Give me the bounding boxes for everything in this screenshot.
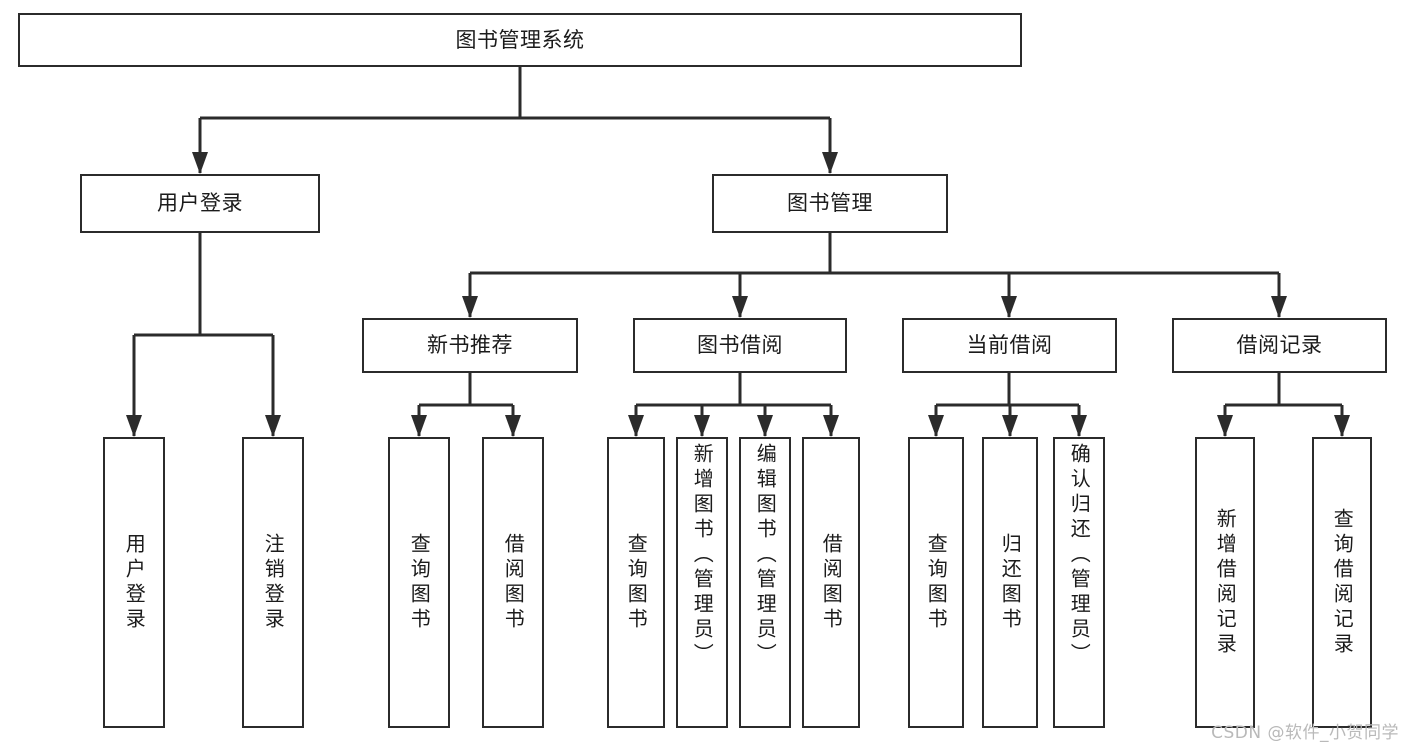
node-book-management-label: 图书管理 [787,191,873,216]
leaf-return-book[interactable]: 归还图书 [982,437,1038,728]
node-user-login[interactable]: 用户登录 [80,174,320,233]
node-root-system[interactable]: 图书管理系统 [18,13,1022,67]
node-new-book-recommend-label: 新书推荐 [427,333,513,358]
leaf-query-book-recommend-label: 查询图书 [407,532,432,633]
leaf-logout-label: 注销登录 [261,532,286,633]
leaf-add-borrow-record[interactable]: 新增借阅记录 [1195,437,1255,728]
leaf-query-book-borrow[interactable]: 查询图书 [607,437,665,728]
leaf-confirm-return-admin[interactable]: 确认归还（管理员） [1053,437,1105,728]
csdn-watermark: CSDN @软件_小贺同学 [1211,723,1399,743]
edge-record-to-leaves [1217,373,1350,437]
leaf-query-book-borrow-label: 查询图书 [624,532,649,633]
edge-login-to-leaves [126,233,281,437]
leaf-query-borrow-record-label: 查询借阅记录 [1330,507,1355,658]
edge-root-to-level2 [192,67,838,174]
node-user-login-label: 用户登录 [157,191,243,216]
leaf-user-login[interactable]: 用户登录 [103,437,165,728]
edge-manage-to-level3 [462,233,1287,318]
leaf-borrow-book[interactable]: 借阅图书 [802,437,860,728]
leaf-borrow-book-recommend[interactable]: 借阅图书 [482,437,544,728]
node-new-book-recommend[interactable]: 新书推荐 [362,318,578,373]
leaf-query-book-recommend[interactable]: 查询图书 [388,437,450,728]
leaf-confirm-return-admin-label: 确认归还（管理员） [1067,443,1092,668]
leaf-edit-book-admin[interactable]: 编辑图书（管理员） [739,437,791,728]
leaf-return-book-label: 归还图书 [998,532,1023,633]
node-root-system-label: 图书管理系统 [455,27,585,52]
node-current-borrow[interactable]: 当前借阅 [902,318,1117,373]
leaf-query-book-current[interactable]: 查询图书 [908,437,964,728]
leaf-add-borrow-record-label: 新增借阅记录 [1213,507,1238,658]
leaf-edit-book-admin-label: 编辑图书（管理员） [753,443,778,668]
leaf-add-book-admin[interactable]: 新增图书（管理员） [676,437,728,728]
leaf-borrow-book-recommend-label: 借阅图书 [501,532,526,633]
node-book-management[interactable]: 图书管理 [712,174,948,233]
leaf-query-borrow-record[interactable]: 查询借阅记录 [1312,437,1372,728]
edge-borrow-to-leaves [628,373,839,437]
leaf-user-login-label: 用户登录 [122,532,147,633]
leaf-query-book-current-label: 查询图书 [924,532,949,633]
leaf-add-book-admin-label: 新增图书（管理员） [690,443,715,668]
node-book-borrow[interactable]: 图书借阅 [633,318,847,373]
edge-new-to-leaves [411,373,521,437]
leaf-logout[interactable]: 注销登录 [242,437,304,728]
node-book-borrow-label: 图书借阅 [697,333,783,358]
node-current-borrow-label: 当前借阅 [966,333,1053,358]
node-borrow-record-label: 借阅记录 [1236,333,1323,358]
leaf-borrow-book-label: 借阅图书 [819,532,844,633]
node-borrow-record[interactable]: 借阅记录 [1172,318,1387,373]
edge-current-to-leaves [928,373,1087,437]
